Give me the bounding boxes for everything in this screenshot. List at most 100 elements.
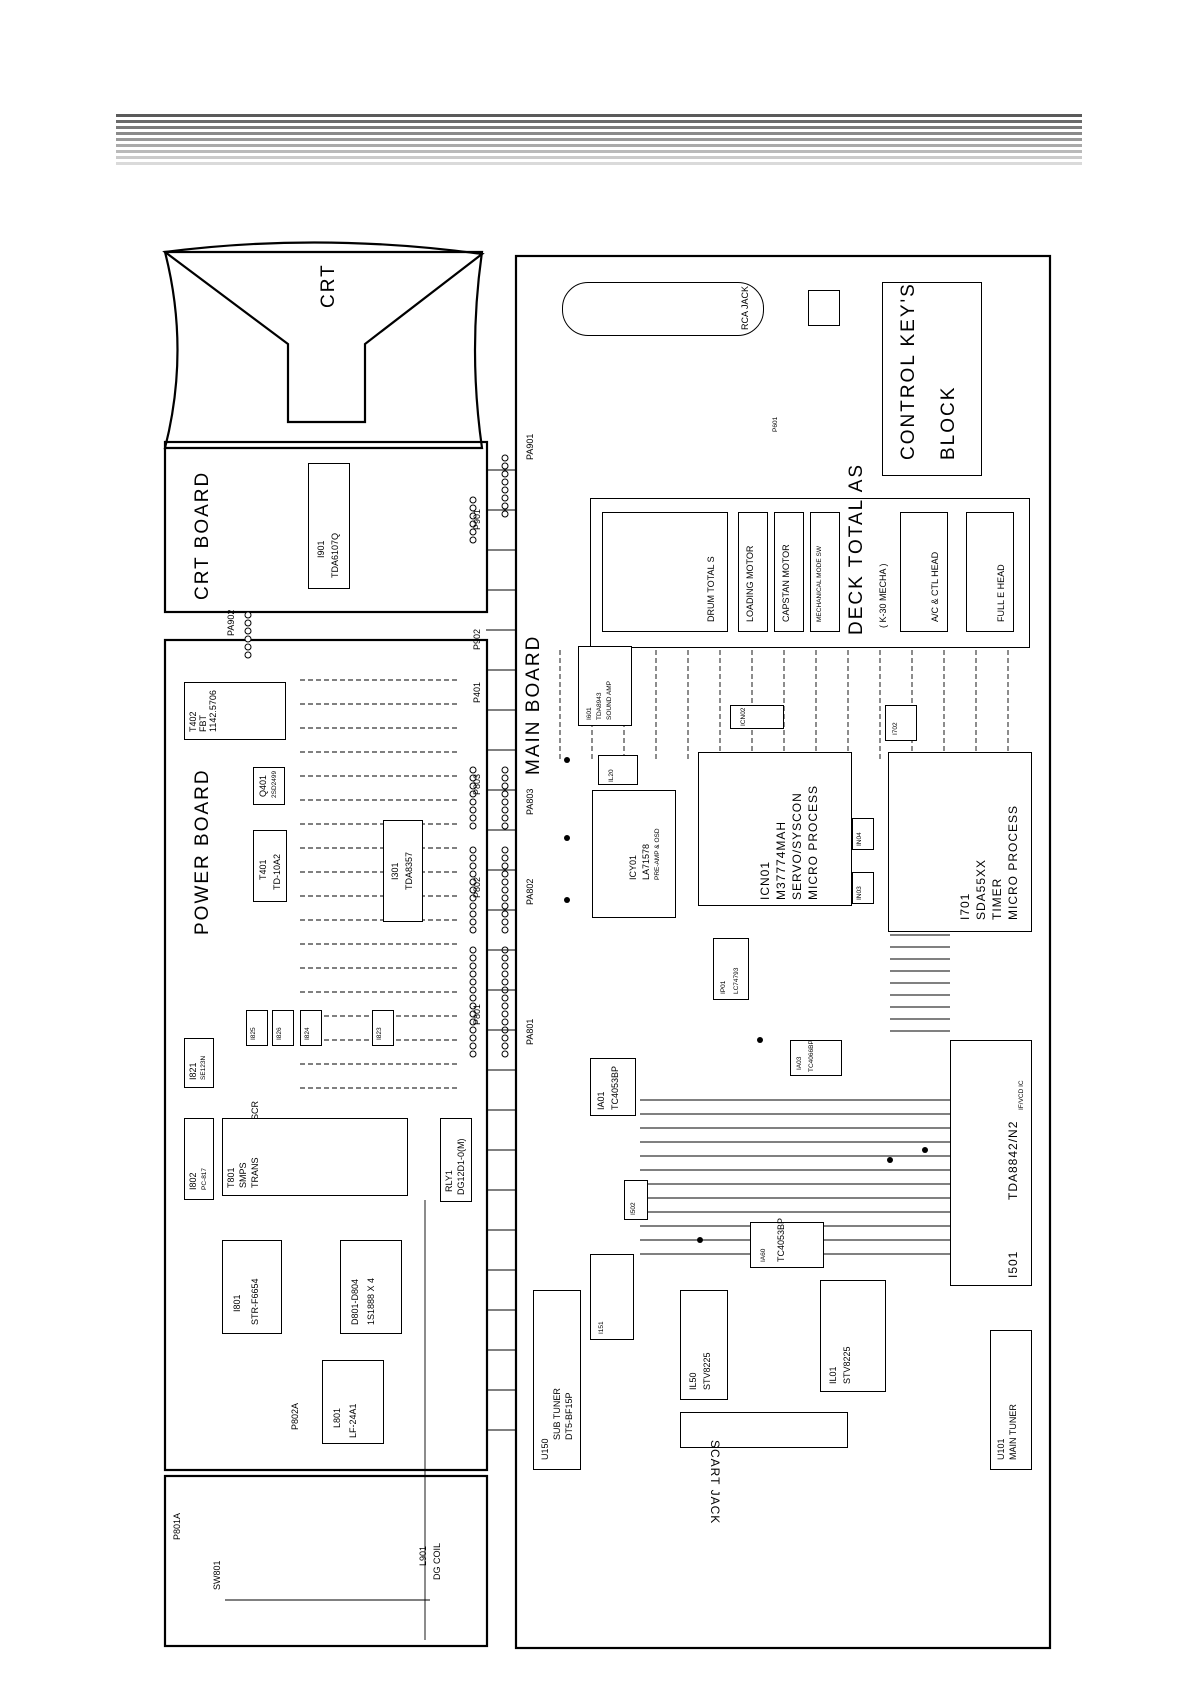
ia01-block [590,1058,636,1116]
p803-pins [469,814,477,822]
loading-motor-label: LOADING MOTOR [745,545,755,622]
p901-pins [469,528,477,536]
i826-ref: I826 [276,1027,283,1040]
pa803-pins [501,774,509,782]
p803-pins [469,774,477,782]
p803-pins [469,782,477,790]
rly1-ref: RLY1 [444,1170,454,1192]
i801-part: STR-F6654 [250,1278,260,1325]
crt-board-title: CRT BOARD [192,470,213,600]
main-board-title: MAIN BOARD [523,634,544,775]
pa901-pins [501,478,509,486]
deck-title: DECK TOTAL AS [846,462,867,635]
junction-dot [697,1237,703,1243]
pa902-pins [244,627,252,635]
crt-tube [163,250,484,450]
power-board-frame [163,638,489,1472]
ctl-head-block [900,512,948,632]
pa801-pins [501,1018,509,1026]
pa801-pins [501,978,509,986]
p803-label: P803 [472,773,482,795]
p802-pins [469,878,477,886]
i801-ref: I801 [232,1294,242,1312]
ia01-part: TC4053BP [610,1065,620,1110]
l801-part: LF-24A1 [348,1403,358,1438]
pa802-label: PA802 [525,878,535,905]
fe-head-label: FULL E HEAD [996,564,1006,622]
icn01-func1: SERVO/SYSCON [790,792,804,900]
in04-block [852,818,874,850]
t801-block [222,1118,408,1196]
crt-title: CRT [318,263,339,308]
il50-part: STV8225 [702,1352,712,1390]
pa801-pins [501,1010,509,1018]
header-stripe [116,114,1082,117]
pa901-pins [501,454,509,462]
control-keys-line2: BLOCK [938,385,959,460]
p901-pins [469,520,477,528]
capstan-motor-label: CAPSTAN MOTOR [781,544,791,622]
scart-jack-block [680,1412,848,1448]
pa802-pins [501,878,509,886]
icy01-func: PRE-AMP & OSD [654,828,661,880]
rly1-block [440,1118,472,1202]
pa902-pins [244,635,252,643]
header-stripe [116,162,1082,165]
i901-chip [308,463,350,589]
pa802-pins [501,902,509,910]
u101-ref: U101 [996,1438,1006,1460]
pa801-pins [501,1050,509,1058]
sw801-label: SW801 [212,1560,222,1590]
u101-block [990,1330,1032,1470]
icy01-part: LA71578 [641,843,651,880]
junction-dot [564,897,570,903]
p803-pins [469,766,477,774]
p801-pins [469,1050,477,1058]
il20-block [598,755,638,785]
pa802-pins [501,862,509,870]
fe-head-block [966,512,1014,632]
u150-part: DT5-BF15P [564,1392,574,1440]
junction-dot [922,1147,928,1153]
i825-block [246,1010,268,1046]
pa901-pins [501,470,509,478]
icn01-ref: ICN01 [758,860,772,900]
p901-label: P901 [472,508,482,530]
i824-ref: I824 [304,1027,311,1040]
d801-part: 1S1888 X 4 [366,1277,376,1325]
t402-block [184,682,286,740]
i701-ref: I701 [958,892,972,920]
p802-pins [469,910,477,918]
l801-block [322,1360,384,1444]
i151-block [590,1254,634,1340]
t402-ref: T402 [188,711,198,732]
p802-pins [469,846,477,854]
p802a-label: P802A [290,1402,300,1430]
junction-dot [757,1037,763,1043]
p801-pins [469,954,477,962]
t401-ref: T401 [258,859,268,880]
i702-label: I702 [892,722,899,735]
icn02-block [730,705,784,729]
i821-block [184,1038,214,1088]
p401-label: P401 [472,681,482,703]
header-stripe [116,150,1082,153]
i501-func: IF/VCD IC [1018,1080,1025,1110]
ip01-ref: IP01 [720,980,727,994]
d801-ref: D801-D804 [350,1278,360,1325]
p801-pins [469,970,477,978]
pa901-pins [501,462,509,470]
rca-jack-label: RCA JACK [740,285,750,330]
main-board-frame [514,254,1052,1650]
pa801-pins [501,1002,509,1010]
speaker-icon [808,290,840,326]
ip01-block [713,938,749,1000]
capstan-motor-block [774,512,804,632]
pa802-pins [501,926,509,934]
ia03-part: TC4066BP [808,1040,815,1072]
junction-dot [564,835,570,841]
drum-label: DRUM TOTAL S [706,556,716,622]
pa802-pins [501,886,509,894]
il01-ref: IL01 [828,1366,838,1384]
